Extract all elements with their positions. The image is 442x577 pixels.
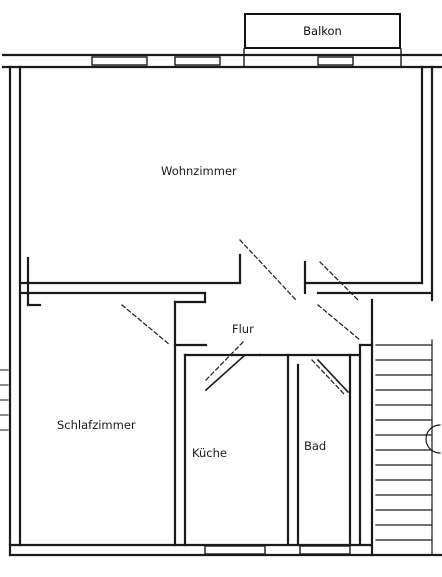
inner-doors	[204, 353, 350, 394]
left-wall-marks	[0, 369, 9, 431]
balcony-box: Balkon	[244, 13, 401, 49]
door-swings	[121, 239, 361, 396]
hallway-label: Flur	[232, 322, 254, 336]
hallway-walls	[173, 291, 374, 557]
bottom-windows	[204, 545, 351, 555]
balcony-label: Balkon	[303, 24, 342, 38]
living-room-walls	[18, 253, 434, 307]
bathroom-label: Bad	[304, 439, 327, 453]
kitchen-label: Küche	[192, 446, 227, 460]
living-room-label: Wohnzimmer	[161, 164, 237, 178]
bedroom-label: Schlafzimmer	[57, 418, 136, 432]
outer-walls	[1, 53, 442, 557]
top-windows	[91, 48, 402, 68]
staircase	[375, 339, 441, 556]
